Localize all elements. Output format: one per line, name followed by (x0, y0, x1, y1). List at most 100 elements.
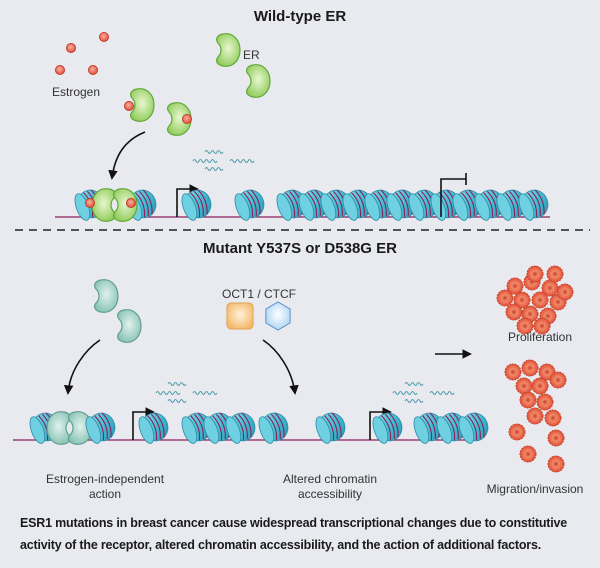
dna-wrap (376, 191, 387, 216)
rna-transcript (155, 391, 181, 395)
estrogen-molecule (85, 198, 95, 208)
rna-transcript (404, 382, 424, 386)
dna-wrap (425, 414, 436, 439)
dna-wrap (154, 412, 165, 438)
dna-wrap (288, 191, 299, 216)
dna-wrap (310, 191, 321, 216)
dna-wrap (267, 415, 278, 441)
nucleosome-face (234, 193, 251, 221)
altered-chromatin-label: Altered chromatin accessibility (260, 472, 400, 502)
estrogen-label: Estrogen (52, 85, 101, 99)
dna-wrap (237, 414, 248, 439)
dna-wrap (474, 412, 485, 438)
nucleosome-face (413, 416, 430, 444)
cell (504, 363, 522, 381)
dna-wrap (241, 412, 252, 438)
mutant-binding-arrow (63, 339, 101, 395)
cell (519, 445, 537, 463)
dna-wrap (270, 414, 281, 439)
dna-wrap (445, 415, 456, 441)
cell (526, 265, 544, 283)
dna-wrap (274, 412, 285, 438)
dna-wrap (150, 414, 161, 439)
estrogen-receptor-shape (216, 33, 241, 67)
oct1-ctcf-label: OCT1 / CTCF (222, 287, 296, 301)
oct1-factor (226, 302, 254, 330)
cell-body (496, 289, 514, 307)
cell (505, 303, 523, 321)
nucleosome-face (474, 193, 491, 221)
nucleosome-face (29, 416, 46, 444)
estrogen-molecule (182, 114, 192, 124)
nucleosome (138, 412, 169, 444)
wild-type-title: Wild-type ER (253, 8, 347, 25)
cell (508, 423, 526, 441)
nucleosome-face (320, 193, 337, 221)
cell (531, 377, 549, 395)
dna-wrap (505, 192, 516, 218)
nucleosome-face (518, 193, 535, 221)
cell-body (519, 391, 537, 409)
dna-wrap (197, 189, 208, 215)
estrogen-molecule (99, 32, 109, 42)
nucleosome-face (496, 193, 513, 221)
cell-body (547, 429, 565, 447)
nucleosome-face (430, 193, 447, 221)
nucleosome-face (225, 416, 242, 444)
dna-wrap (212, 415, 223, 441)
rna-transcript (192, 391, 218, 395)
cell (533, 317, 551, 335)
nucleosome-face (436, 416, 453, 444)
er-dimer-right-shape (113, 188, 138, 222)
cell (526, 407, 544, 425)
cell (519, 391, 537, 409)
dna-wrap (332, 191, 343, 216)
dna-wrap (38, 415, 49, 441)
ctcf-factor (265, 301, 291, 331)
dna-wrap (448, 414, 459, 439)
wild-type-panel (15, 32, 590, 231)
cell-body (526, 407, 544, 425)
dna-wrap (534, 189, 545, 215)
dna-wrap (243, 192, 254, 218)
dna-wrap (417, 192, 428, 218)
er-bound-estrogen-shape (130, 88, 155, 122)
cell (547, 455, 565, 473)
dna-wrap (193, 191, 204, 216)
cell-body (531, 377, 549, 395)
er-dimer-right (113, 188, 138, 222)
dna-wrap (147, 415, 158, 441)
dna-wrap (190, 415, 201, 441)
dna-wrap (442, 191, 453, 216)
mutant-er (117, 309, 142, 343)
er-dimer-left-shape (91, 188, 116, 222)
cell-body (526, 265, 544, 283)
dna-wrap (97, 414, 108, 439)
transcription-start-arrow (176, 184, 199, 217)
cell-body (504, 363, 522, 381)
estrogen-receptor-shape (246, 64, 271, 98)
cell (521, 359, 539, 377)
cell-body (538, 363, 556, 381)
dna-wrap (354, 191, 365, 216)
nucleosome (181, 189, 212, 221)
nucleosome (372, 412, 403, 444)
dna-wrap (398, 191, 409, 216)
dna-wrap (351, 192, 362, 218)
dna-wrap (246, 191, 257, 216)
mutant-er-shape (117, 309, 142, 343)
dna-wrap (530, 191, 541, 216)
nucleosome (85, 412, 116, 444)
nucleosome-face (458, 416, 475, 444)
rna-transcript (167, 399, 187, 403)
cell-body (508, 423, 526, 441)
rna-transcript (204, 167, 224, 171)
dna-wrap (420, 191, 431, 216)
dna-wrap (215, 414, 226, 439)
mutant-er-dimer-left (46, 411, 71, 445)
nucleosome (458, 412, 489, 444)
cell (549, 371, 567, 389)
label-line: Altered chromatin (282, 472, 378, 486)
